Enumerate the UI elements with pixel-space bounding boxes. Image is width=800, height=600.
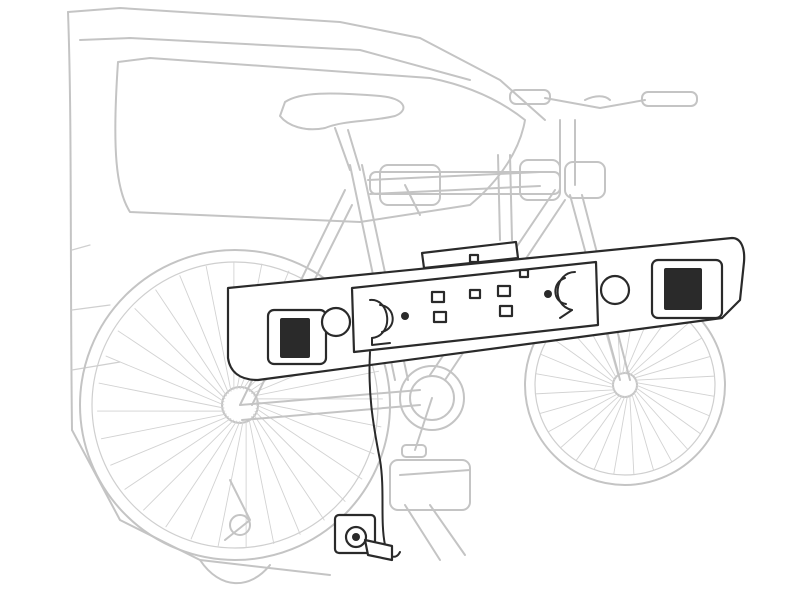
wheel-spoke	[250, 416, 301, 535]
light-board	[226, 236, 746, 382]
wheel-spoke	[134, 307, 226, 400]
wheel-spoke	[535, 389, 616, 395]
tail-light-left	[266, 306, 352, 366]
tow-hitch	[389, 459, 471, 561]
wheel-spoke	[248, 418, 275, 545]
mounting-holes	[430, 253, 530, 324]
rear-window	[114, 57, 526, 223]
wheel-spoke	[110, 415, 229, 466]
wheel-spoke	[142, 419, 235, 511]
wheel-spoke	[179, 275, 230, 394]
tail-light-right	[599, 258, 724, 320]
wheel-spoke	[575, 395, 623, 461]
wheel-spoke	[252, 413, 325, 521]
wheel-spoke	[124, 417, 232, 490]
wheel-spoke	[635, 382, 715, 397]
electrical-socket-plug	[333, 513, 394, 562]
wheel-spoke	[547, 393, 619, 433]
wheel-spoke	[217, 420, 244, 547]
wheel-spoke	[549, 335, 615, 383]
wheel-spoke	[539, 391, 617, 415]
wheel-spoke	[190, 420, 241, 540]
wheel-spoke	[593, 395, 626, 470]
carrier-upper-bar	[369, 154, 606, 241]
wheel-spoke	[629, 321, 690, 376]
wheel-spoke	[560, 394, 621, 449]
wheel-spoke	[535, 373, 615, 388]
wheel-spoke	[633, 355, 711, 379]
wheel-spoke	[634, 375, 715, 381]
wheel-spoke	[100, 413, 227, 440]
wheel-spoke	[253, 370, 380, 397]
wheel-spoke	[98, 382, 225, 409]
wheel-spoke	[205, 265, 232, 392]
wheel-spoke	[117, 330, 225, 403]
wheel-spoke	[613, 395, 628, 475]
wheel-spoke	[255, 404, 375, 455]
wheel-spoke	[629, 394, 635, 475]
wheel-spoke	[540, 353, 615, 386]
wheel-spoke	[105, 355, 225, 406]
wheel-spoke	[165, 420, 238, 528]
wheel-spoke	[631, 337, 703, 377]
wheel-spoke	[255, 407, 363, 480]
wheel-spoke	[155, 289, 228, 397]
wheel-spoke	[254, 410, 346, 503]
wheel-spoke	[635, 387, 701, 435]
wheel-spoke	[633, 391, 673, 463]
wheel-spoke	[631, 393, 655, 471]
wheel-holder-left	[369, 298, 409, 346]
wheel-holder-right	[544, 271, 576, 319]
wheel-spoke	[634, 389, 689, 450]
wheel-spoke	[635, 384, 710, 417]
